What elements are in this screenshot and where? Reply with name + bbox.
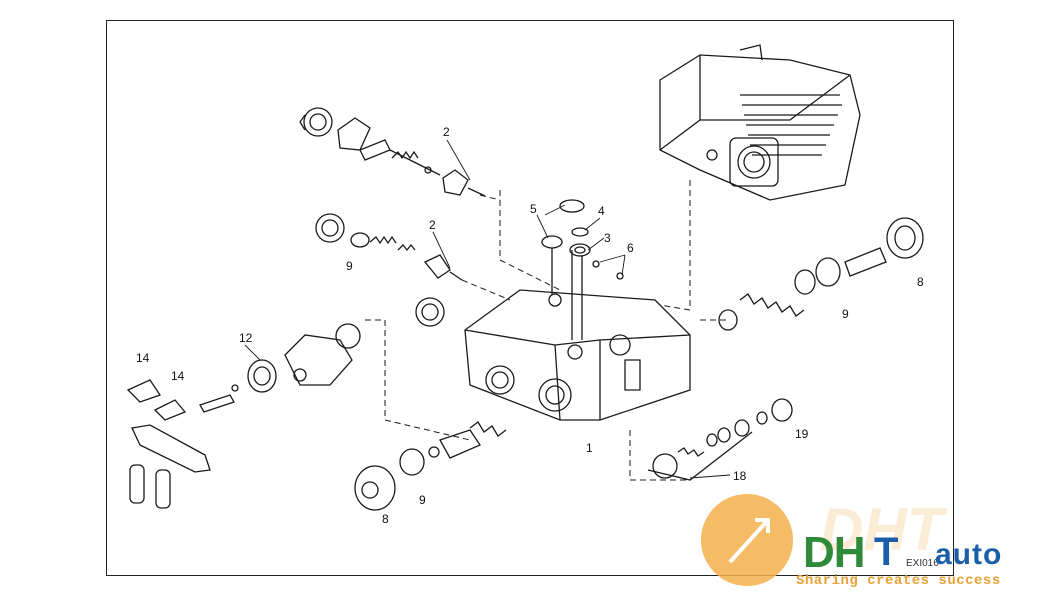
top-seals — [541, 199, 624, 340]
watermark-slogan: Sharing creates success — [796, 573, 1001, 589]
watermark-brand-dh: DH — [803, 528, 866, 577]
callout-8-right: 8 — [917, 275, 924, 289]
watermark-brand-t: T — [874, 530, 899, 574]
callout-pointers — [244, 139, 731, 479]
valve-body — [464, 289, 691, 421]
callout-9-right: 9 — [842, 307, 849, 321]
callout-2-upper: 2 — [443, 125, 450, 139]
drawing-code: EXI016 — [906, 558, 939, 569]
callout-12: 12 — [239, 331, 253, 345]
callout-9-front: 9 — [419, 493, 426, 507]
callout-18: 18 — [733, 469, 747, 483]
callout-8-front: 8 — [382, 512, 389, 526]
watermark-sun-icon — [701, 494, 793, 586]
callout-1: 1 — [586, 441, 593, 455]
front-spool-assembly — [335, 323, 507, 511]
watermark-arrow-icon — [728, 518, 770, 564]
lever-assembly — [126, 334, 353, 509]
right-spool-assembly — [718, 217, 924, 331]
callout-14-left: 14 — [136, 351, 150, 365]
watermark-ghost-letters: DHT — [820, 496, 948, 563]
callout-6: 6 — [627, 241, 634, 255]
callout-3: 3 — [604, 231, 611, 245]
callout-2-lower: 2 — [429, 218, 436, 232]
watermark-logo: DHT — [701, 494, 948, 586]
cover-housing — [659, 44, 861, 201]
upper-valve-assembly — [299, 107, 486, 197]
leader-lines — [365, 180, 728, 481]
callout-14-right: 14 — [171, 369, 185, 383]
callout-9-left: 9 — [346, 259, 353, 273]
spring-kit — [647, 398, 793, 481]
callout-4: 4 — [598, 204, 605, 218]
watermark-brand-auto: auto — [935, 538, 1003, 571]
callout-5: 5 — [530, 202, 537, 216]
callout-19: 19 — [795, 427, 809, 441]
lower-valve-assembly — [315, 213, 463, 327]
